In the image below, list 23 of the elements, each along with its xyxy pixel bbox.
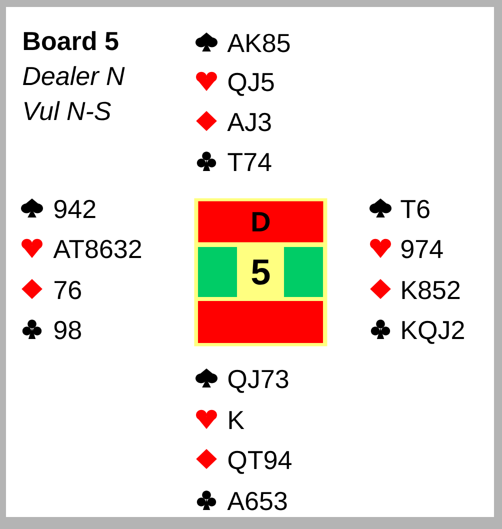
holding-text: 98 (54, 320, 81, 340)
holding-text: QT94 (228, 450, 292, 474)
vulnerability-text: Vul N-S (24, 101, 111, 120)
holding-text: 942 (54, 200, 96, 218)
holding-text: QJ73 (228, 370, 288, 393)
holding-text: K852 (402, 280, 460, 300)
dealer-text: Dealer N (23, 66, 125, 86)
holding-text: T74 (228, 153, 272, 171)
holding-text: KQJ2 (402, 320, 464, 344)
holding-text: A653 (227, 492, 287, 510)
holding-text: AJ3 (227, 112, 271, 132)
title: Board 5 (24, 31, 118, 50)
holding-text: T6 (400, 200, 430, 218)
bottom-bar (198, 301, 323, 343)
side-bar (284, 247, 323, 297)
holding-text: AK85 (227, 34, 290, 52)
holding-text: QJ5 (228, 72, 274, 96)
holding-text: K (229, 411, 244, 429)
holding-text: 76 (54, 280, 81, 300)
holding-text: 974 (401, 240, 443, 258)
holding-text: AT8632 (53, 240, 142, 258)
side-bar (198, 247, 237, 297)
dealer-bar: D (198, 201, 324, 242)
